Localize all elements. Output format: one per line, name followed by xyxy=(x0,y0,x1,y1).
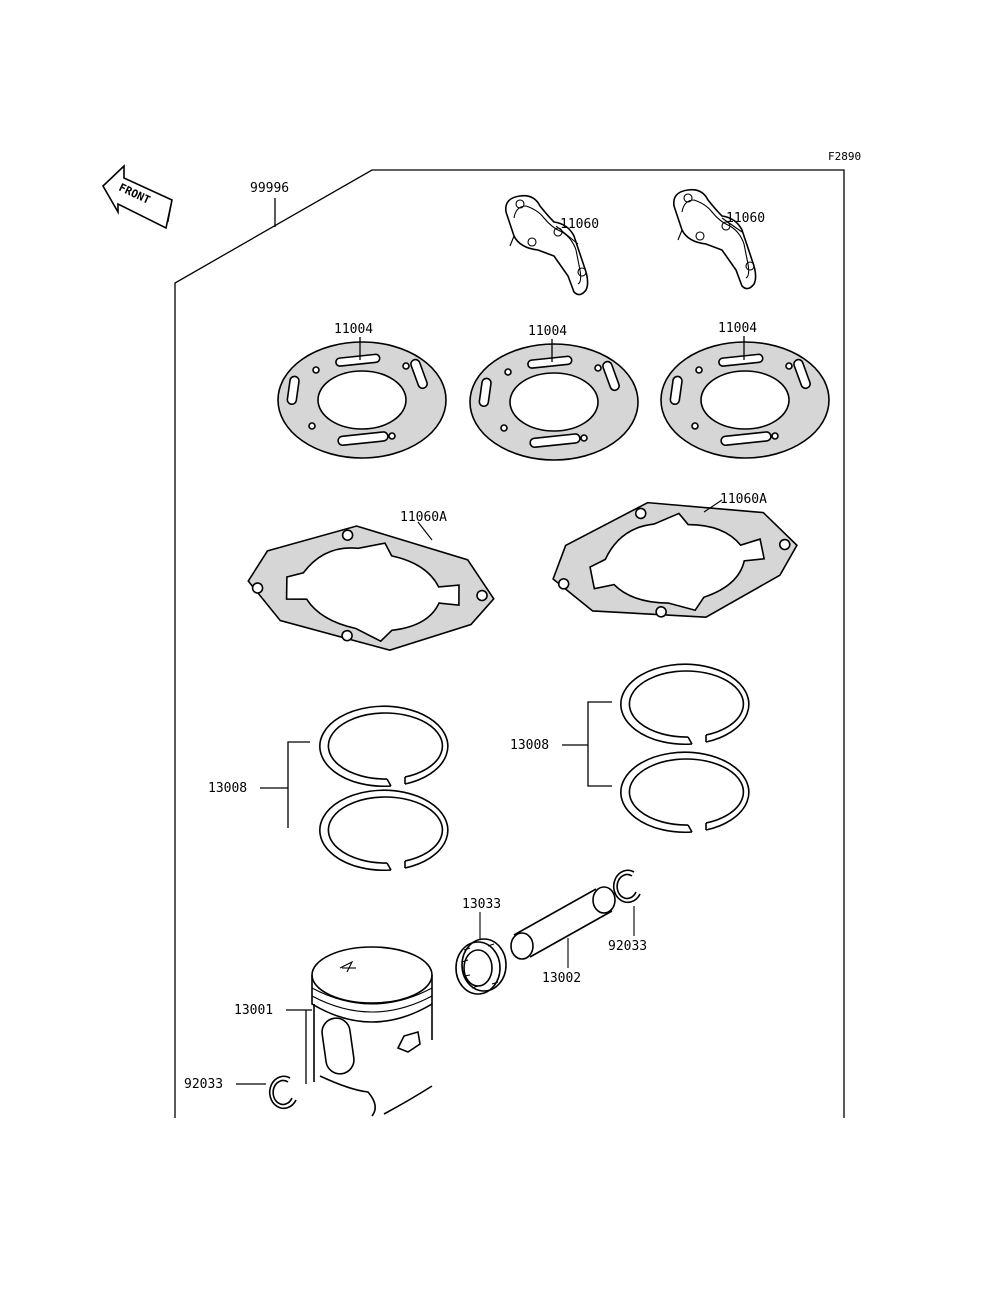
label-92033-right: 92033 xyxy=(608,939,647,954)
kit-frame xyxy=(174,169,845,1118)
label-11060-left: 11060 xyxy=(560,217,599,232)
piston xyxy=(311,946,433,1117)
label-11004-3: 11004 xyxy=(718,321,757,336)
piston-ring-right-top xyxy=(620,663,750,746)
label-13033: 13033 xyxy=(462,897,501,912)
piston-ring-right-bottom xyxy=(620,751,750,834)
label-11004-2: 11004 xyxy=(528,324,567,339)
circlip-left xyxy=(268,1075,297,1110)
label-11060A-right: 11060A xyxy=(720,492,767,507)
figure-code: F2890 xyxy=(828,150,861,163)
cover-gasket-left xyxy=(504,194,589,296)
label-11060A-left: 11060A xyxy=(400,510,447,525)
piston-pin xyxy=(510,886,616,960)
label-13008-right: 13008 xyxy=(510,738,549,753)
front-arrow-label: FRONT xyxy=(117,181,153,207)
needle-bearing xyxy=(455,938,507,995)
circlip-right xyxy=(612,869,641,904)
label-11004-1: 11004 xyxy=(334,322,373,337)
label-92033-left: 92033 xyxy=(184,1077,223,1092)
label-13001: 13001 xyxy=(234,1003,273,1018)
head-gasket-3 xyxy=(660,341,830,459)
piston-ring-left-bottom xyxy=(319,789,449,872)
front-arrow-icon: FRONT xyxy=(101,164,173,230)
base-gasket-left xyxy=(241,514,501,662)
cover-gasket-right xyxy=(672,188,757,290)
label-11060-right: 11060 xyxy=(726,211,765,226)
label-13008-left: 13008 xyxy=(208,781,247,796)
head-gasket-1 xyxy=(277,341,447,459)
head-gasket-2 xyxy=(469,343,639,461)
label-13002: 13002 xyxy=(542,971,581,986)
kit-number: 99996 xyxy=(250,181,289,196)
piston-ring-left-top xyxy=(319,705,449,788)
base-gasket-right xyxy=(545,486,805,634)
